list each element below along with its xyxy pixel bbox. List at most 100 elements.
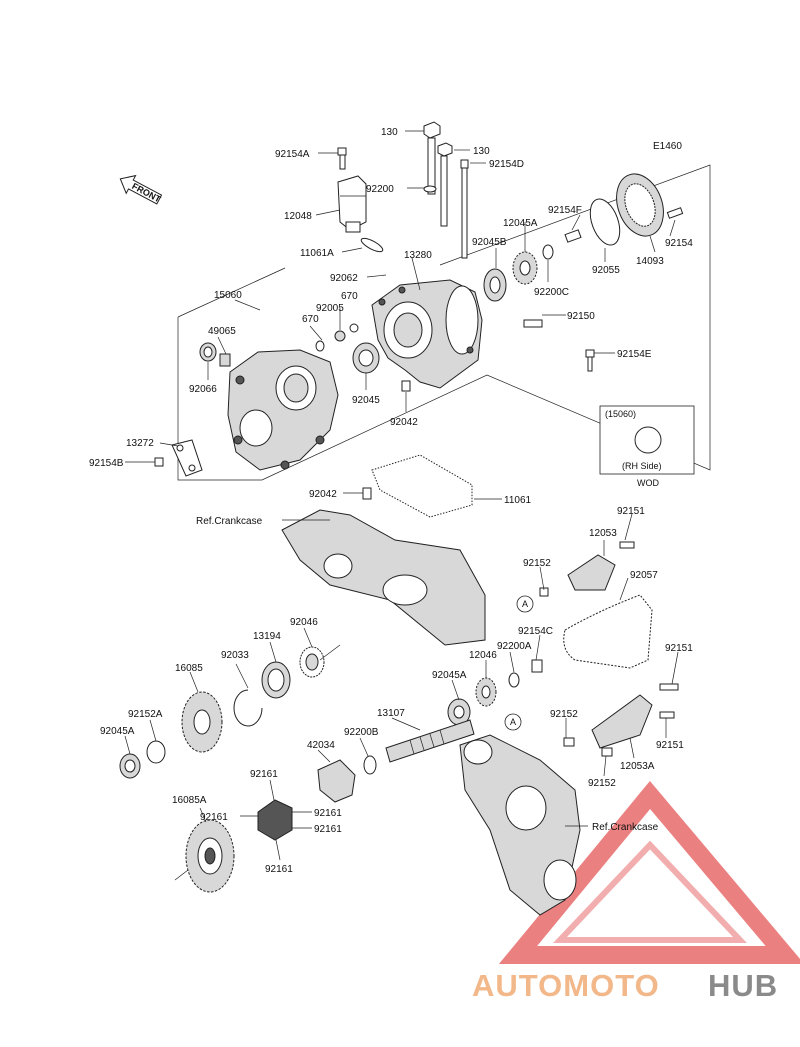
seal-92045	[352, 342, 380, 374]
bolt-92151-c	[659, 711, 675, 719]
oring-92055	[589, 198, 621, 246]
label-92151-c: 92151	[656, 740, 684, 751]
label-13280: 13280	[404, 250, 432, 261]
bearing-92045A-b	[119, 753, 141, 779]
label-92152-b: 92152	[550, 709, 578, 720]
bolt-92152-c	[601, 747, 613, 757]
bracket-12053	[567, 554, 616, 591]
cover-15060	[227, 349, 339, 471]
bracket-12053A	[591, 694, 653, 749]
assembly-frame	[177, 164, 711, 481]
watermark-text: AUTOMOTO HUB	[472, 968, 778, 1003]
housing-13280	[371, 279, 483, 389]
watermark-auto: AUTOMOTO	[472, 968, 660, 1003]
gear-16085	[181, 691, 223, 753]
label-92161-d: 92161	[314, 824, 342, 835]
label-92154E: 92154E	[617, 349, 652, 360]
washer-92200C	[542, 244, 554, 260]
washer-92200	[423, 185, 437, 193]
plug-92066	[199, 342, 217, 362]
crankcase-ref-lower	[459, 734, 581, 916]
bolt-92154E	[585, 349, 595, 372]
collar-92152A	[146, 740, 166, 764]
label-92154F: 92154F	[548, 205, 582, 216]
label-14093: 14093	[636, 256, 664, 267]
label-13272: 13272	[126, 438, 154, 449]
label-670-a: 670	[341, 291, 358, 302]
label-16085A: 16085A	[172, 795, 207, 806]
cover-14093	[616, 173, 664, 237]
inset-rh-side: (15060) (RH Side) WOD	[599, 405, 695, 488]
bolt-92154D	[460, 159, 469, 259]
label-12045A: 12045A	[503, 218, 538, 229]
label-92161-c: 92161	[314, 808, 342, 819]
label-92152-c: 92152	[588, 778, 616, 789]
label-49065: 49065	[208, 326, 236, 337]
label-11061: 11061	[504, 495, 532, 506]
label-92161-e: 92161	[265, 864, 293, 875]
bearing-92045B	[483, 268, 507, 302]
inset-title: (15060)	[605, 409, 636, 419]
sensor-12048	[337, 175, 367, 233]
callout-a-2: A	[504, 713, 522, 731]
ref-crankcase-upper: Ref.Crankcase	[196, 516, 263, 527]
pin-92042-b	[362, 487, 372, 500]
crankcase-ref-upper	[281, 509, 486, 646]
callout-a-1: A	[516, 595, 534, 613]
svg-text:A: A	[522, 599, 528, 609]
label-92045A: 92045A	[432, 670, 467, 681]
label-92045B: 92045B	[472, 237, 507, 248]
label-92042-b: 92042	[309, 489, 337, 500]
label-92200A: 92200A	[497, 641, 532, 652]
label-92200B: 92200B	[344, 727, 379, 738]
label-92045A-b: 92045A	[100, 726, 135, 737]
label-13107: 13107	[377, 708, 405, 719]
label-92200: 92200	[366, 184, 394, 195]
label-42034: 42034	[307, 740, 335, 751]
label-12053A: 12053A	[620, 761, 655, 772]
gear-12045A	[512, 251, 538, 285]
label-92152A: 92152A	[128, 709, 163, 720]
plug-49065	[219, 353, 231, 367]
o-ring-11061A	[360, 237, 384, 253]
label-92151-a: 92151	[617, 506, 645, 517]
part-labels: 130 130 92154A 92154D 92200 12048 11061A…	[89, 127, 693, 875]
label-92066: 92066	[189, 384, 217, 395]
label-130-a: 130	[381, 127, 398, 138]
label-92005: 92005	[316, 303, 344, 314]
label-670-b: 670	[302, 314, 319, 325]
svg-text:A: A	[510, 717, 516, 727]
label-92045: 92045	[352, 395, 380, 406]
label-92154B: 92154B	[89, 458, 124, 469]
label-130-b: 130	[473, 146, 490, 157]
label-11061A: 11061A	[300, 248, 334, 259]
label-92150: 92150	[567, 311, 595, 322]
bolt-92151-a	[619, 541, 635, 549]
label-92057: 92057	[630, 570, 658, 581]
bolt-92154	[666, 207, 684, 219]
damper-42034	[317, 759, 356, 803]
label-92200C: 92200C	[534, 287, 569, 298]
label-15060: 15060	[214, 290, 242, 301]
label-92152-a: 92152	[523, 558, 551, 569]
bolt-92154A	[337, 147, 347, 170]
label-92055: 92055	[592, 265, 620, 276]
pin-92042-a	[401, 380, 411, 392]
washer-92200A	[508, 672, 520, 688]
label-12048: 12048	[284, 211, 312, 222]
ref-crankcase-lower: Ref.Crankcase	[592, 822, 659, 833]
oring-group-670	[315, 323, 359, 352]
label-92151-b: 92151	[665, 643, 693, 654]
bolt-92151-b	[659, 683, 679, 691]
front-arrow-icon: FRONT	[119, 174, 163, 205]
bolt-130-b	[437, 142, 453, 227]
bolt-92154F	[564, 229, 582, 243]
snap-ring-92033	[233, 689, 263, 727]
bracket-13272	[171, 439, 203, 477]
label-92154C: 92154C	[518, 626, 553, 637]
gear-12046	[475, 677, 497, 707]
bolt-130-a	[423, 121, 441, 195]
washer-92200B	[363, 755, 377, 775]
watermark-hub: HUB	[708, 968, 778, 1003]
